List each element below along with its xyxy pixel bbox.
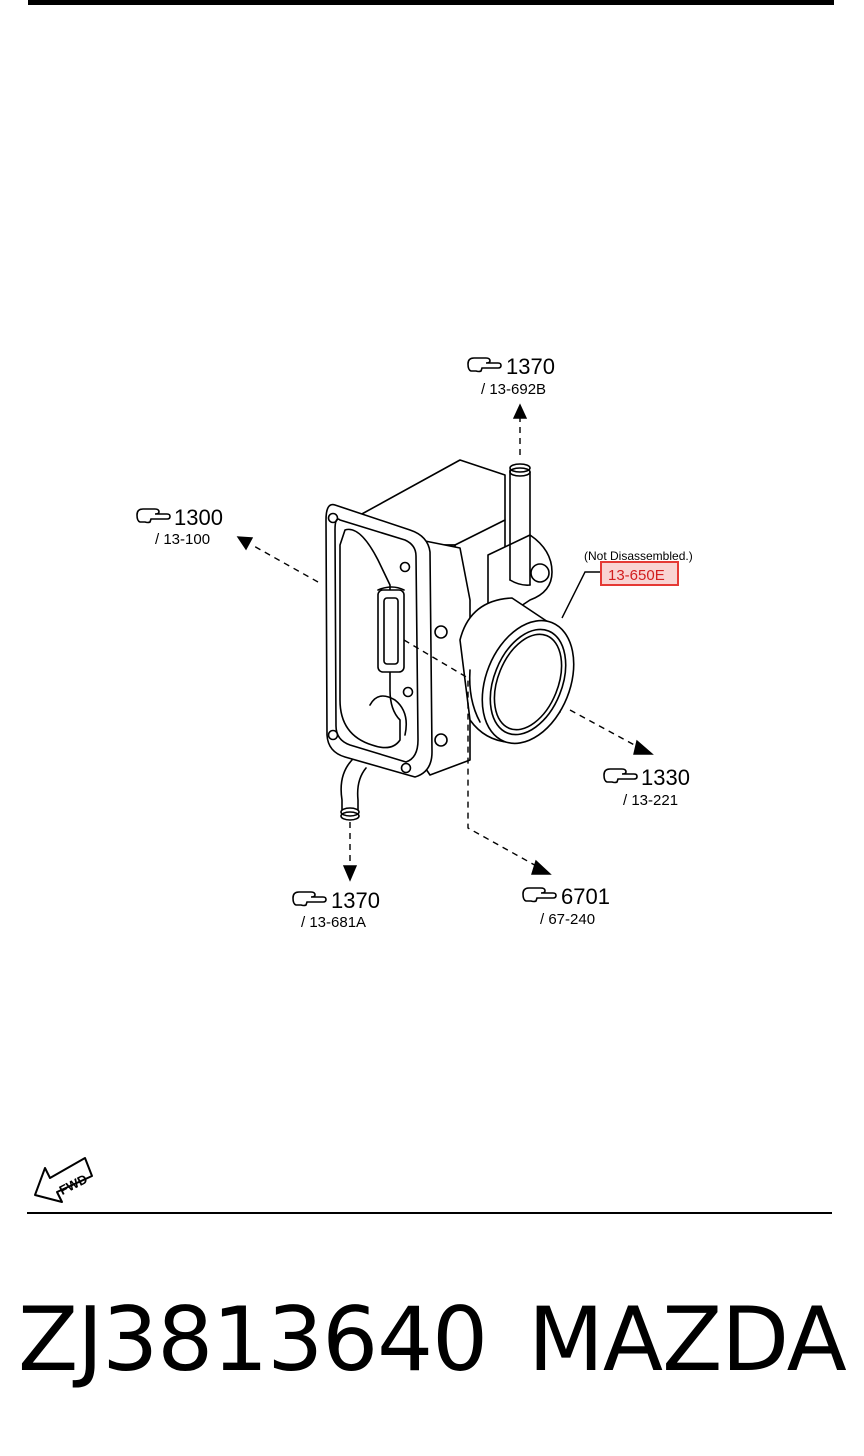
highlighted-part[interactable]: (Not Disassembled.) 13-650E <box>584 549 693 586</box>
callout-left-ref: 1300 <box>174 505 223 530</box>
callout-bottom: 1370 / 13-681A <box>292 888 380 931</box>
pointing-hand-icon <box>603 768 638 784</box>
callout-left: 1300 / 13-100 <box>136 505 223 548</box>
callout-bottom-sub: / 13-681A <box>301 914 366 931</box>
leader-lines <box>236 403 654 882</box>
callout-bottom-ref: 1370 <box>331 888 380 913</box>
brand-name: MAZDA <box>528 1288 847 1391</box>
pointing-hand-icon <box>522 887 557 903</box>
callout-top-sub: / 13-692B <box>481 381 546 398</box>
callout-top-ref: 1370 <box>506 354 555 379</box>
callout-sensor: 6701 / 67-240 <box>522 884 610 928</box>
callout-right-ref: 1330 <box>641 765 690 790</box>
callout-right: 1330 / 13-221 <box>603 765 690 809</box>
part-number: ZJ3813640 <box>18 1288 488 1391</box>
pointing-hand-icon <box>136 508 171 524</box>
highlight-box[interactable] <box>600 561 679 586</box>
highlighted-part-code[interactable]: 13-650E <box>608 567 665 584</box>
pointing-hand-icon <box>292 891 327 907</box>
top-border-rule <box>28 0 834 5</box>
callout-left-sub: / 13-100 <box>155 531 210 548</box>
fwd-arrow-icon: FWD <box>34 1157 93 1203</box>
pointing-hand-icon <box>467 357 502 373</box>
callout-sensor-sub: / 67-240 <box>540 911 595 928</box>
throttle-body-illustration <box>325 459 575 821</box>
callout-top: 1370 / 13-692B <box>467 354 555 398</box>
not-disassembled-note: (Not Disassembled.) <box>584 549 693 563</box>
callout-sensor-ref: 6701 <box>561 884 610 909</box>
bottom-divider <box>27 1212 832 1214</box>
callout-right-sub: / 13-221 <box>623 792 678 809</box>
